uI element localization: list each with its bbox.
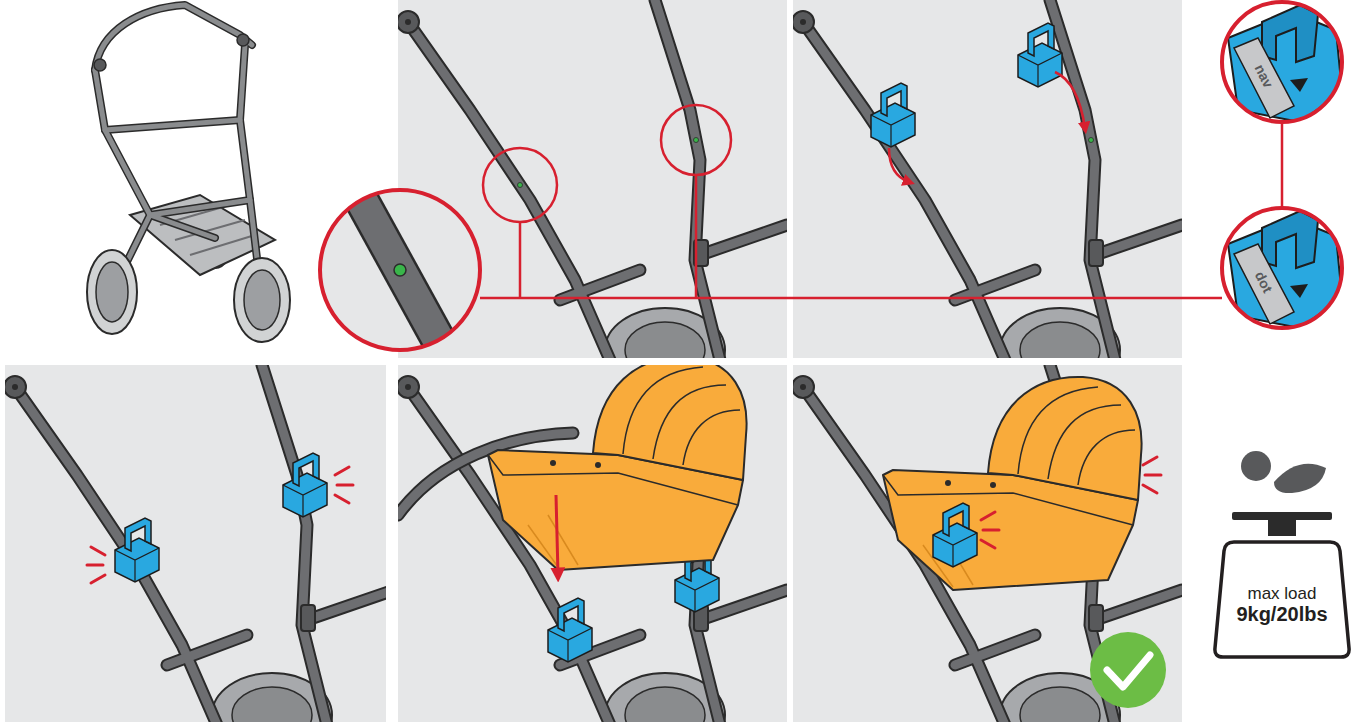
illustration-part (237, 34, 249, 46)
illustration-part (871, 83, 915, 147)
illustration-part (1262, 211, 1318, 268)
illustration-part (1274, 464, 1326, 493)
illustration-part (87, 250, 137, 334)
illustration-part (335, 467, 353, 503)
illustration-part (87, 547, 105, 583)
weight-shape (1215, 542, 1349, 657)
illustration-part (1222, 2, 1342, 122)
illustration-part (320, 190, 480, 350)
illustration-part (244, 270, 280, 330)
zoom-adapter (1222, 2, 1342, 328)
illustration-part (661, 105, 731, 175)
brand-mark: nav (1251, 62, 1276, 91)
brand-mark: dot (1252, 269, 1276, 296)
illustration-part (1222, 208, 1342, 328)
illustration-part (234, 258, 290, 342)
step-panel (397, 357, 787, 722)
check-badge (1090, 632, 1166, 708)
step-panel (397, 0, 787, 392)
zoom-hole (320, 170, 480, 370)
text-stack: max load9kg/20lbs (1212, 536, 1352, 660)
illustration-part (548, 598, 592, 662)
move-arrow (556, 495, 558, 575)
illustration-part (394, 264, 406, 276)
load-caption: max load (1248, 585, 1317, 604)
illustration-part (1241, 451, 1271, 481)
weight-box: max load9kg/20lbs (1212, 536, 1352, 660)
load-value: 9kg/20lbs (1236, 603, 1327, 625)
illustration-part (1222, 208, 1342, 328)
illustration-part (320, 190, 480, 350)
illustration-part (4, 365, 394, 722)
move-arrow (1055, 72, 1085, 128)
illustration-part (883, 377, 1142, 590)
illustration-part (488, 357, 747, 570)
weight-icon (1232, 451, 1332, 536)
illustration-part (94, 59, 106, 71)
illustration-part (1268, 520, 1296, 536)
illustration-part (1290, 284, 1308, 298)
illustration-part (1089, 138, 1094, 143)
illustration-part (115, 518, 159, 582)
illustration-part (793, 365, 1182, 722)
illustration-part (1018, 23, 1062, 87)
illustration-part (96, 262, 128, 322)
illustration-part (694, 138, 699, 143)
illustration-part (397, 0, 787, 392)
step-panel (792, 0, 1182, 392)
illustration-part (1143, 457, 1161, 493)
illustration-part (1107, 655, 1150, 687)
leader-lines (480, 105, 1282, 298)
illustration-part (792, 365, 1182, 722)
illustration-part (933, 503, 977, 567)
step-panel (792, 365, 1182, 722)
illustration-part (518, 183, 523, 188)
step-panel (4, 365, 394, 722)
illustration-part (1232, 512, 1332, 520)
illustration-part (480, 122, 1282, 298)
move-arrow (889, 148, 909, 182)
illustration-part (1290, 78, 1308, 92)
stroller-overview (87, 5, 290, 342)
illustration-part (483, 148, 557, 222)
illustration-part (1262, 5, 1318, 62)
illustration-part (1222, 2, 1342, 122)
illustration-part (283, 453, 327, 517)
illustration-part (981, 512, 999, 548)
illustration-part (792, 0, 1182, 392)
